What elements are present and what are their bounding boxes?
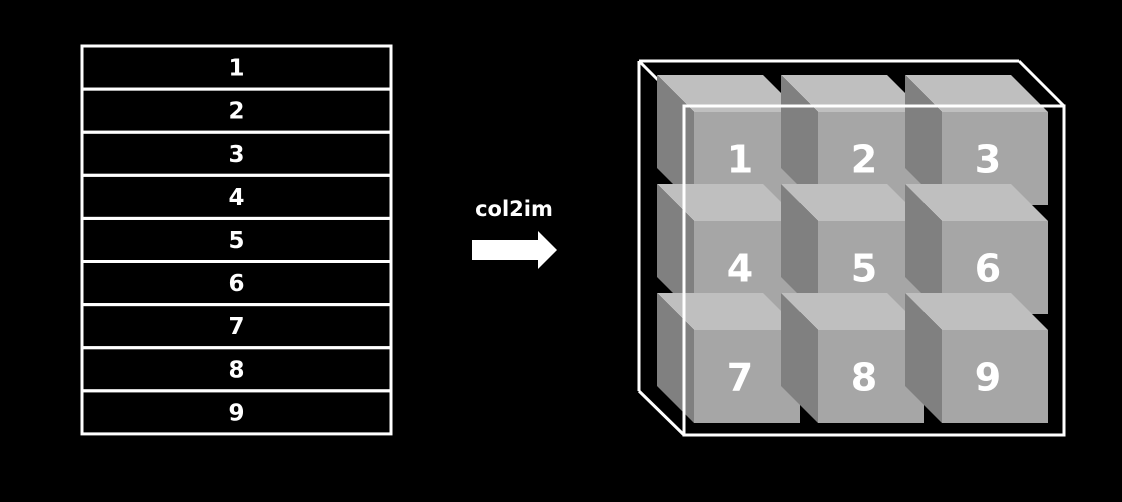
- column-cell: 1: [80, 44, 393, 91]
- column-cell-label: 1: [228, 56, 244, 82]
- cube-label: 6: [975, 247, 1001, 291]
- column-cell-label: 5: [228, 228, 244, 254]
- column-cell: 2: [80, 87, 393, 134]
- column-cell-label: 2: [228, 99, 244, 125]
- right-arrow-icon: [472, 231, 557, 269]
- col2im-label: col2im: [475, 197, 553, 221]
- column-cell-label: 7: [228, 314, 244, 340]
- cube-front-face: [942, 330, 1048, 423]
- column-cell-label: 4: [228, 185, 244, 211]
- column-cell: 5: [80, 216, 393, 263]
- cube-side-face: [781, 293, 818, 423]
- column-cell-label: 3: [228, 142, 244, 168]
- cube-label: 2: [851, 138, 877, 182]
- column-cell-label: 6: [228, 271, 244, 297]
- cube-top-face: [781, 184, 924, 221]
- cube-side-face: [905, 184, 942, 314]
- cube-top-face: [905, 75, 1048, 112]
- cube-top-face: [905, 184, 1048, 221]
- col2im-arrow: col2im: [472, 197, 557, 269]
- cube-label: 5: [851, 247, 877, 291]
- tensor-frame-front: [682, 104, 1066, 437]
- column-cell-label: 9: [228, 400, 244, 426]
- cube-label: 1: [727, 138, 753, 182]
- cube-label: 9: [975, 356, 1001, 400]
- cube-top-face: [657, 293, 800, 330]
- cube-top-face: [905, 293, 1048, 330]
- cube-side-face: [905, 293, 942, 423]
- cube: 8: [781, 293, 924, 423]
- cube-label: 7: [727, 356, 753, 400]
- cube-label: 3: [975, 138, 1001, 182]
- column-vector: 1 2 3 4 5 6 7 8 9: [80, 44, 393, 436]
- cube-grid: 1 2 3 4 5 6 7 8 9: [657, 75, 1048, 423]
- column-cell-box: [80, 389, 393, 436]
- tensor-block: 1 2 3 4 5 6 7 8 9: [637, 59, 1066, 437]
- cube: 7: [657, 293, 800, 423]
- cube-top-face: [781, 75, 924, 112]
- column-cell: 7: [80, 303, 393, 350]
- column-cell: 6: [80, 260, 393, 307]
- column-cell: 9: [80, 389, 393, 436]
- cube-top-face: [657, 184, 800, 221]
- cube-top-face: [657, 75, 800, 112]
- column-cell: 4: [80, 173, 393, 220]
- column-cell: 3: [80, 130, 393, 177]
- column-cell-label: 8: [228, 357, 244, 383]
- cube-top-face: [781, 293, 924, 330]
- cube-label: 8: [851, 356, 877, 400]
- cube-side-face: [781, 184, 818, 314]
- cube: 9: [905, 293, 1048, 423]
- column-cell: 8: [80, 346, 393, 393]
- cube-label: 4: [727, 247, 753, 291]
